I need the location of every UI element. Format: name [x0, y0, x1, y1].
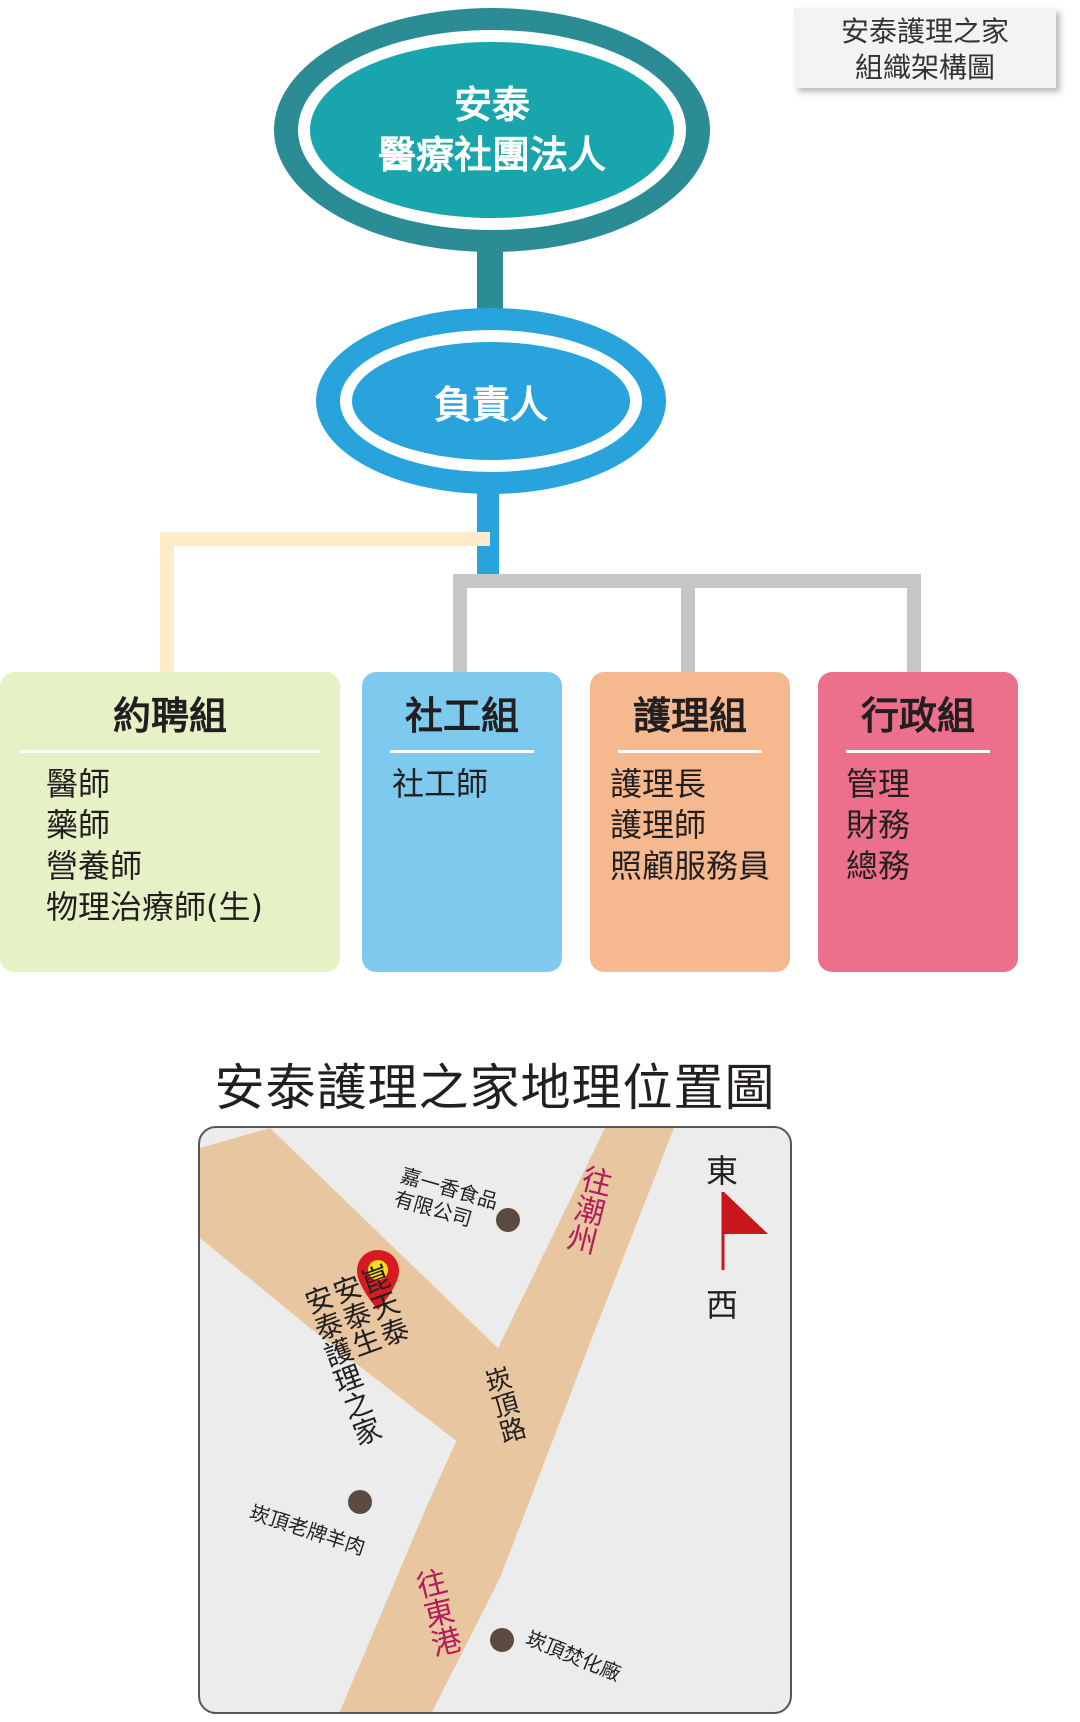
manager-node-label: 負責人 [433, 382, 548, 427]
dept-contract-divider [20, 750, 320, 753]
list-item: 護理長 [610, 765, 707, 803]
connector-nursing-v [681, 574, 695, 672]
dept-social-items: 社工師 [392, 764, 488, 805]
list-item: 總務 [846, 847, 911, 885]
connector-social-v [453, 574, 467, 672]
dept-social-divider [390, 750, 534, 753]
road-kanding [339, 1128, 674, 1712]
list-item: 照顧服務員 [610, 847, 771, 885]
dept-contract: 約聘組 醫師 藥師 營養師 物理治療師(生) [0, 672, 340, 972]
compass-west: 西 [706, 1286, 739, 1324]
list-item: 營養師 [46, 847, 143, 885]
connector-admin-v [907, 574, 921, 672]
dept-social-title: 社工組 [404, 694, 519, 738]
list-item: 社工師 [392, 765, 489, 803]
dept-nursing: 護理組 護理長 護理師 照顧服務員 [590, 672, 790, 972]
org-node-line1: 安泰 [453, 83, 530, 127]
connector-contract-v [160, 532, 174, 672]
org-node-fill [310, 42, 674, 218]
manager-node: 負責人 [352, 342, 630, 460]
dept-admin: 行政組 管理 財務 總務 [818, 672, 1018, 972]
place-dot-incinerator [490, 1628, 514, 1652]
dept-nursing-title: 護理組 [632, 694, 747, 738]
chart-title-card: 安泰護理之家 組織架構圖 [794, 8, 1056, 88]
list-item: 藥師 [46, 806, 111, 844]
location-map: 東 西 往潮州 崁頂路 往東港 嘉一香食品 有限公司 崑天泰 安泰生 安泰護理之… [198, 1126, 792, 1714]
list-item: 物理治療師(生) [46, 888, 263, 926]
dept-social: 社工組 社工師 [362, 672, 562, 972]
list-item: 醫師 [46, 765, 111, 803]
dept-admin-items: 管理 財務 總務 [846, 764, 910, 887]
list-item: 管理 [846, 765, 911, 803]
dept-contract-items: 醫師 藥師 營養師 物理治療師(生) [46, 764, 263, 928]
dept-contract-title: 約聘組 [112, 694, 227, 738]
dept-nursing-divider [618, 750, 762, 753]
road-northwest [200, 1128, 514, 1453]
dept-nursing-items: 護理長 護理師 照顧服務員 [610, 764, 770, 887]
manager-node-fill [352, 342, 630, 460]
compass-east: 東 [706, 1152, 739, 1190]
chart-title-line1: 安泰護理之家 [840, 15, 1009, 48]
chart-title-line2: 組織架構圖 [854, 51, 995, 84]
location-pin-icon [357, 1250, 399, 1310]
list-item: 財務 [846, 806, 911, 844]
connector-top [477, 248, 503, 314]
map-roads [200, 1128, 674, 1712]
place-dot-food-company [496, 1208, 520, 1232]
connector-contract-h [160, 532, 490, 546]
org-node: 安泰 醫療社團法人 [310, 42, 674, 218]
place-dot-mutton [348, 1490, 372, 1514]
dept-admin-title: 行政組 [860, 694, 975, 738]
list-item: 護理師 [610, 806, 707, 844]
org-node-line2: 醫療社團法人 [377, 133, 606, 177]
dept-admin-divider [846, 750, 990, 753]
map-title: 安泰護理之家地理位置圖 [214, 1059, 776, 1117]
compass-flag-icon [721, 1192, 768, 1270]
